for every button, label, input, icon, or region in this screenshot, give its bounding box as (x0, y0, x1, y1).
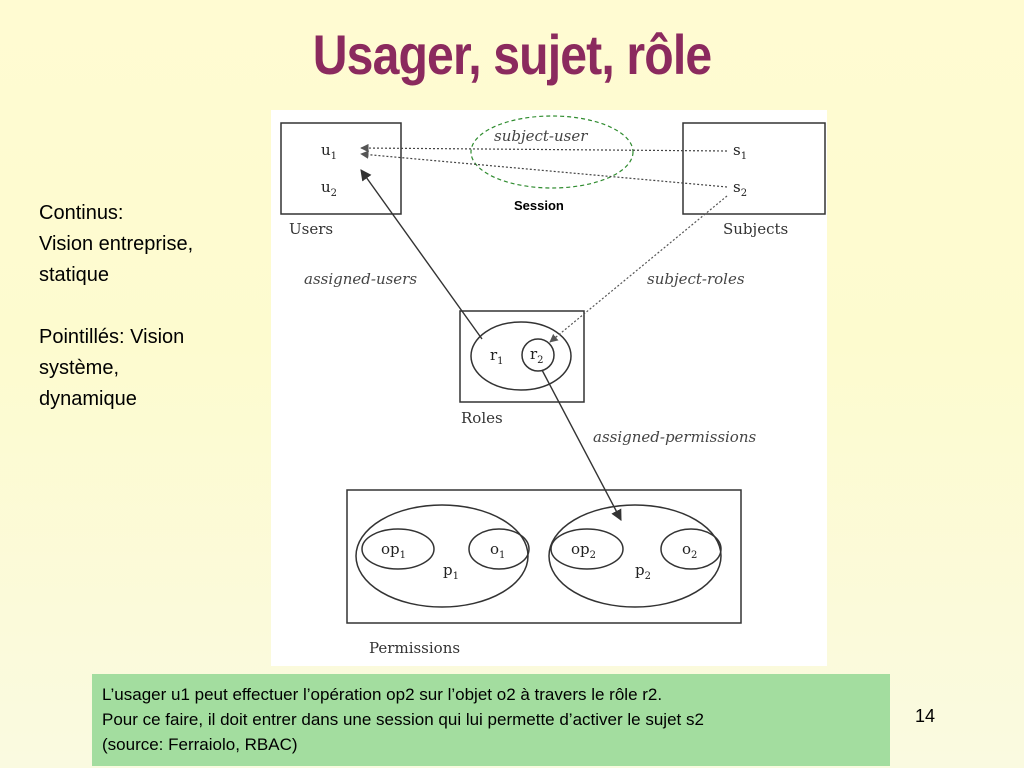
rbac-diagram: u1 u2 Users s1 s2 Subjects subject-user … (271, 110, 827, 666)
op1: op1 (381, 540, 406, 561)
sidebar-note: Continus: Vision entreprise, statique Po… (39, 198, 239, 415)
assigned-permissions-label: assigned-permissions (593, 428, 757, 446)
caption-line: (source: Ferraiolo, RBAC) (102, 735, 298, 754)
permission-p2-ellipse (548, 504, 722, 608)
note-line: Vision entreprise, (39, 233, 194, 255)
subject-user-label: subject-user (494, 127, 588, 145)
assigned-permissions-arrow (541, 369, 622, 521)
caption-box: L’usager u1 peut effectuer l’opération o… (92, 674, 890, 766)
page-number: 14 (915, 706, 936, 726)
o1-ellipse (468, 528, 530, 570)
permissions-label: Permissions (369, 639, 460, 657)
subjects-label: Subjects (723, 220, 788, 238)
assigned-users-label: assigned-users (304, 270, 417, 288)
o2: o2 (682, 540, 697, 561)
op1-ellipse (361, 528, 435, 570)
roles-ellipse (470, 321, 572, 391)
caption-line: Pour ce faire, il doit entrer dans une s… (102, 710, 704, 729)
role-r2: r2 (530, 345, 544, 366)
slide-title: Usager, sujet, rôle (312, 23, 712, 86)
note-line: système, (39, 357, 120, 379)
p1: p1 (443, 561, 459, 582)
subject-roles-arrow (549, 195, 728, 343)
role-r1: r1 (490, 346, 504, 367)
users-box (280, 122, 402, 215)
subject-s1: s1 (733, 141, 747, 162)
p2: p2 (635, 561, 651, 582)
subject-s2: s2 (733, 178, 747, 199)
roles-label: Roles (461, 409, 503, 427)
subject-user-arrow-s2 (360, 150, 728, 188)
permissions-box (346, 489, 742, 624)
op2: op2 (571, 540, 596, 561)
note-line: Pointillés: Vision (39, 326, 185, 348)
op2-ellipse (550, 528, 624, 570)
users-label: Users (289, 220, 333, 238)
o1: o1 (490, 540, 505, 561)
subjects-box (682, 122, 826, 215)
subject-user-arrow-s1 (360, 143, 728, 153)
subject-roles-label: subject-roles (647, 270, 745, 288)
role-r2-circle (521, 338, 555, 372)
user-u2: u2 (321, 178, 337, 199)
caption-line: L’usager u1 peut effectuer l’opération o… (102, 685, 663, 704)
user-u1: u1 (321, 141, 337, 162)
o2-ellipse (660, 528, 722, 570)
session-ellipse (470, 115, 634, 189)
note-line: statique (39, 264, 110, 286)
assigned-users-arrow (360, 169, 483, 340)
note-line: Continus: (39, 202, 124, 224)
note-line: dynamique (39, 388, 137, 410)
roles-box (459, 310, 585, 403)
session-label: Session (514, 198, 564, 213)
